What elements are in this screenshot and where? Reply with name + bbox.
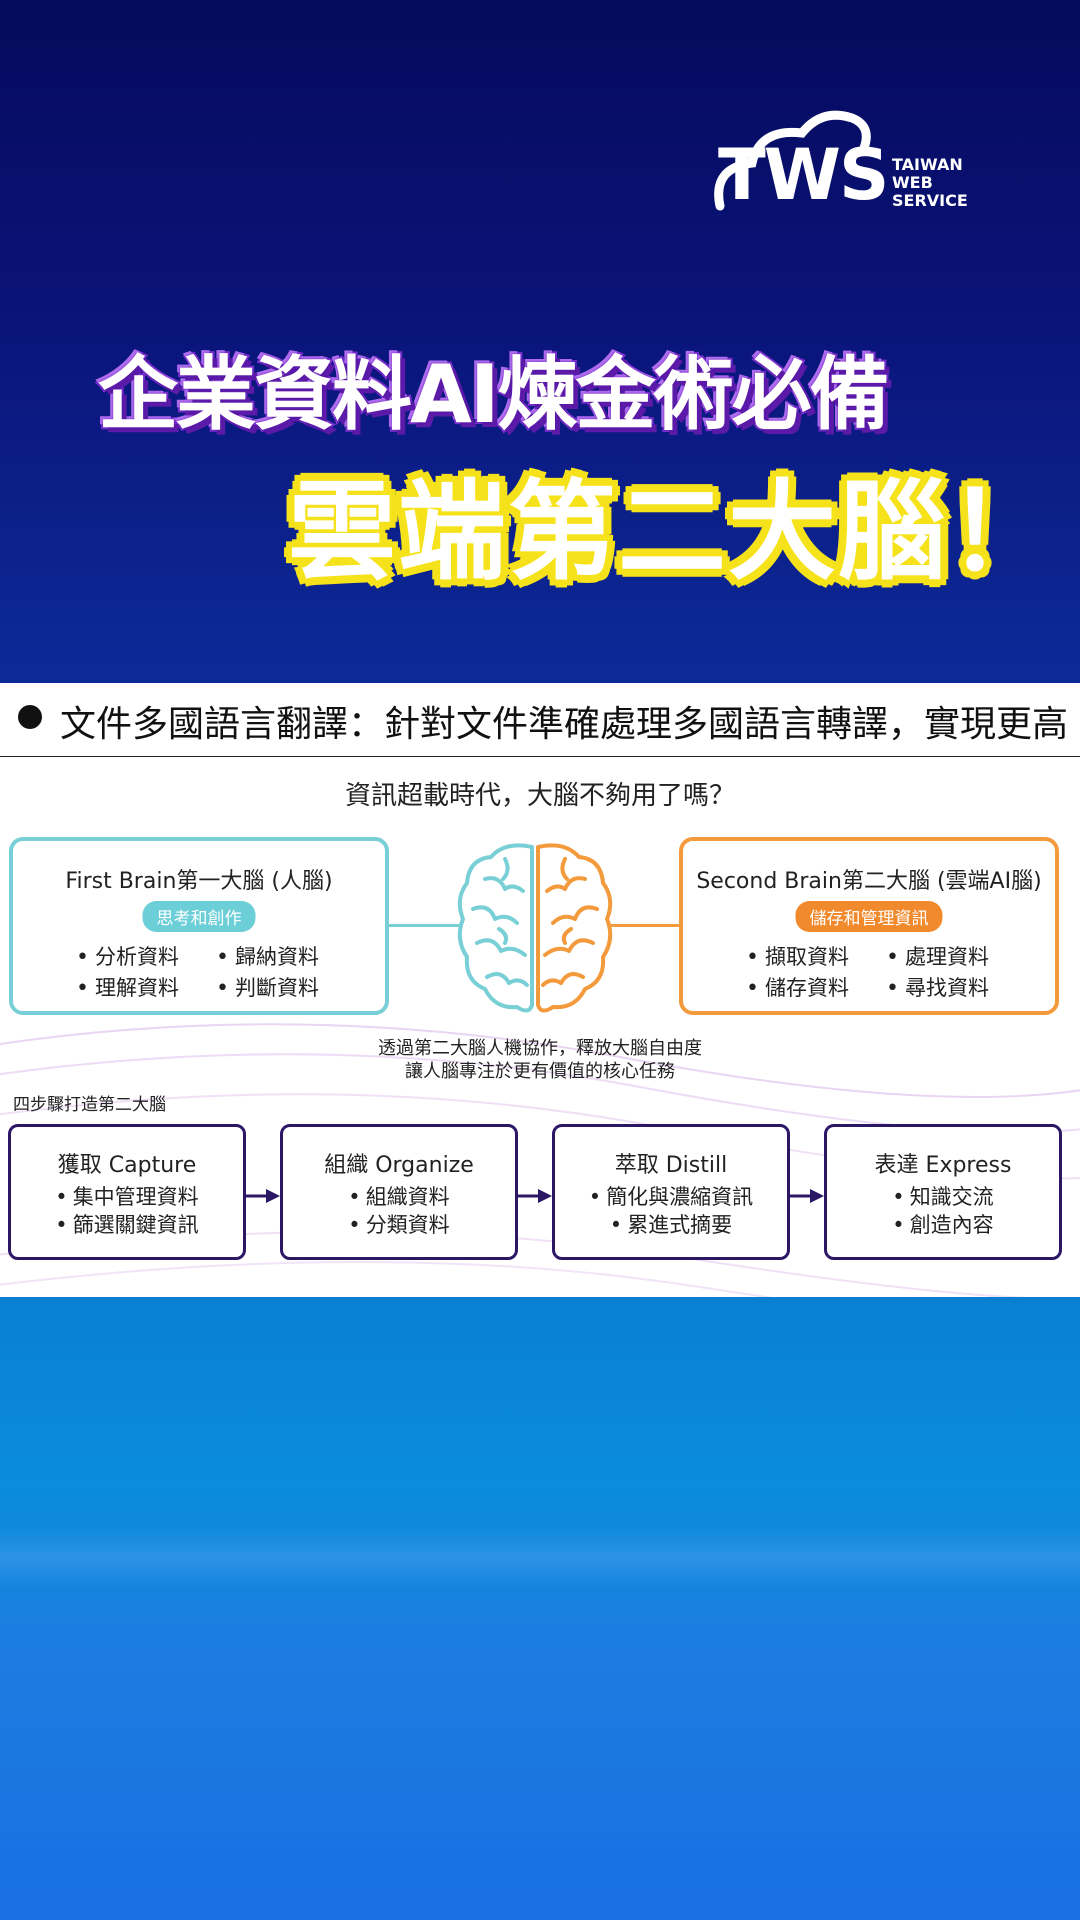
headline-line-1: 企業資料AI煉金術必備 [96, 346, 892, 443]
second-brain-diagram: 資訊超載時代，大腦不夠用了嗎？ First Brain第一大腦 (人腦) 思考和… [0, 757, 1080, 1297]
hero-banner: TWS TAIWAN WEB SERVICE 企業資料AI煉金術必備 雲端第二大… [0, 0, 1080, 683]
step-title: 獲取 Capture [57, 1153, 197, 1178]
list-item: 知識交流 [827, 1183, 1059, 1211]
step-distill: 萃取 Distill 簡化與濃縮資訊 累進式摘要 [552, 1124, 790, 1260]
step-items: 簡化與濃縮資訊 累進式摘要 [555, 1183, 787, 1239]
logo-sub-line: WEB [892, 173, 933, 192]
logo-sub-line: TAIWAN [892, 155, 963, 174]
step-items: 組織資料 分類資料 [283, 1183, 515, 1239]
cloud-icon [714, 110, 871, 211]
logo-subtitle: TAIWAN WEB SERVICE [892, 156, 968, 210]
logo-sub-line: SERVICE [892, 191, 968, 210]
steps-label: 四步驟打造第二大腦 [13, 1095, 166, 1115]
step-items: 集中管理資料 篩選關鍵資訊 [11, 1183, 243, 1239]
arrow-right-icon [518, 1189, 552, 1203]
step-title: 萃取 Distill [614, 1153, 728, 1178]
list-item: 處理資料 [886, 941, 989, 971]
first-brain-title: First Brain第一大腦 (人腦) [65, 869, 333, 894]
diagram-title: 資訊超載時代，大腦不夠用了嗎？ [344, 781, 735, 811]
connector-left [389, 924, 461, 927]
second-brain-card: Second Brain第二大腦 (雲端AI腦) 儲存和管理資訊 擷取資料 處理… [679, 837, 1059, 1015]
list-item: 簡化與濃縮資訊 [555, 1183, 787, 1211]
step-title: 表達 Express [874, 1153, 1012, 1178]
list-item: 組織資料 [283, 1183, 515, 1211]
first-brain-card: First Brain第一大腦 (人腦) 思考和創作 分析資料 歸納資料 理解資… [9, 837, 389, 1015]
step-capture: 獲取 Capture 集中管理資料 篩選關鍵資訊 [8, 1124, 246, 1260]
bullet-icon [18, 705, 42, 729]
step-organize: 組織 Organize 組織資料 分類資料 [280, 1124, 518, 1260]
brain-icon [457, 843, 613, 1013]
list-item: 集中管理資料 [11, 1183, 243, 1211]
step-title: 組織 Organize [324, 1153, 474, 1178]
list-item: 創造內容 [827, 1211, 1059, 1239]
arrow-right-icon [790, 1189, 824, 1203]
step-express: 表達 Express 知識交流 創造內容 [824, 1124, 1062, 1260]
list-item: 擷取資料 [746, 941, 849, 971]
list-item: 尋找資料 [886, 972, 989, 1002]
tws-logo: TWS TAIWAN WEB SERVICE [712, 108, 1002, 218]
list-item: 儲存資料 [746, 972, 849, 1002]
headline-line-2: 雲端第二大腦！ [285, 467, 1059, 598]
bottom-background [0, 1297, 1080, 1920]
list-item: 理解資料 [76, 972, 179, 1002]
list-item: 篩選關鍵資訊 [11, 1211, 243, 1239]
first-brain-tag: 思考和創作 [142, 901, 256, 932]
second-brain-title: Second Brain第二大腦 (雲端AI腦) [696, 869, 1042, 894]
connector-right [610, 924, 679, 927]
list-item: 分類資料 [283, 1211, 515, 1239]
caption-line: 讓人腦專注於更有價值的核心任務 [405, 1061, 675, 1082]
caption-line: 透過第二大腦人機協作，釋放大腦自由度 [378, 1038, 702, 1059]
arrow-right-icon [246, 1189, 280, 1203]
second-brain-tag: 儲存和管理資訊 [795, 901, 943, 932]
logo-wordmark: TWS [718, 134, 889, 216]
subtitle-strip: 文件多國語言翻譯：針對文件準確處理多國語言轉譯，實現更高 [0, 683, 1080, 758]
list-item: 分析資料 [76, 941, 179, 971]
subtitle-text: 文件多國語言翻譯：針對文件準確處理多國語言轉譯，實現更高 [60, 704, 1069, 745]
diagram-caption: 透過第二大腦人機協作，釋放大腦自由度 讓人腦專注於更有價值的核心任務 [0, 1037, 1080, 1083]
list-item: 累進式摘要 [555, 1211, 787, 1239]
background-glow [0, 1527, 1080, 1587]
step-items: 知識交流 創造內容 [827, 1183, 1059, 1239]
list-item: 歸納資料 [216, 941, 319, 971]
list-item: 判斷資料 [216, 972, 319, 1002]
